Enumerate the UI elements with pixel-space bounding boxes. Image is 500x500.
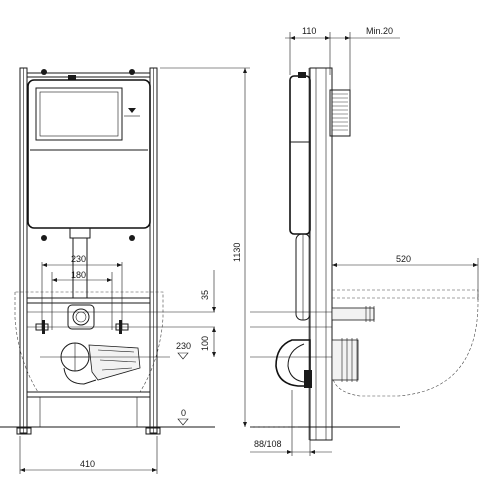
offset-100-label: 100 <box>200 336 210 351</box>
drain-level-mark <box>177 352 189 360</box>
dim-inner-spacing: 180 <box>51 270 113 330</box>
bowl-outline-front <box>14 291 164 393</box>
drain-height-label: 230 <box>176 341 191 351</box>
dim-width: 410 <box>19 436 158 474</box>
drain-height-annotation: 230 <box>176 341 191 360</box>
vertical-dimensions: 1130 35 100 <box>160 67 250 427</box>
flush-plate-opening <box>35 87 123 141</box>
right-foot <box>145 427 161 435</box>
frame-uprights <box>16 67 161 435</box>
floor-level-label: 0 <box>181 408 186 418</box>
inlet-ring <box>72 308 90 326</box>
flush-pipe <box>70 238 90 299</box>
frame-depth-label: 110 <box>302 26 316 36</box>
cistern <box>27 79 151 239</box>
water-inlet <box>67 304 95 330</box>
floor-level-annotation: 0 <box>177 408 189 426</box>
inner-spacing-label: 180 <box>71 270 86 280</box>
drain-bend <box>40 342 170 385</box>
bracket-top-left <box>41 69 47 75</box>
flush-connector-side <box>250 306 375 328</box>
dim-frame-depth: 110 Min.20 <box>285 26 400 90</box>
drain-bend-side <box>275 339 312 388</box>
cistern-body <box>27 79 151 229</box>
cistern-side-body <box>289 75 311 235</box>
middle-crossbar <box>26 297 151 304</box>
wall-section <box>308 67 333 441</box>
offset-35-label: 35 <box>200 290 210 300</box>
total-height-label: 1130 <box>232 243 242 262</box>
width-label: 410 <box>80 459 95 469</box>
drain-elbow <box>88 344 141 381</box>
drain-connector-side <box>250 338 359 382</box>
side-view: 110 Min.20 <box>250 26 479 456</box>
bracket-top-right <box>129 69 135 75</box>
top-clip <box>68 75 76 80</box>
bracket-bottom-right <box>129 235 135 241</box>
top-crossbar <box>26 72 151 78</box>
floor-level-mark <box>177 418 189 426</box>
cistern-side <box>289 72 351 321</box>
outlet-spacing-label: 230 <box>71 254 86 264</box>
dim-outlet-spacing: 230 <box>41 254 123 330</box>
clearance-label: Min.20 <box>366 26 393 36</box>
water-level-mark <box>128 108 136 113</box>
left-foot <box>16 427 32 435</box>
flush-plate-side <box>329 89 351 137</box>
dim-wall-offset: 88/108 <box>250 390 332 456</box>
frame-side-profile <box>309 67 333 441</box>
cistern-outlet <box>69 227 91 239</box>
bracket-bottom-left <box>41 235 47 241</box>
stud-bolts <box>27 320 215 334</box>
drain-bend-body <box>275 339 311 387</box>
bowl-projection-label: 520 <box>396 254 411 264</box>
wall-offset-label: 88/108 <box>254 439 282 449</box>
front-view: 230 180 <box>0 67 215 474</box>
dim-bowl-projection: 520 <box>332 254 479 300</box>
lower-crossbar <box>26 391 151 398</box>
